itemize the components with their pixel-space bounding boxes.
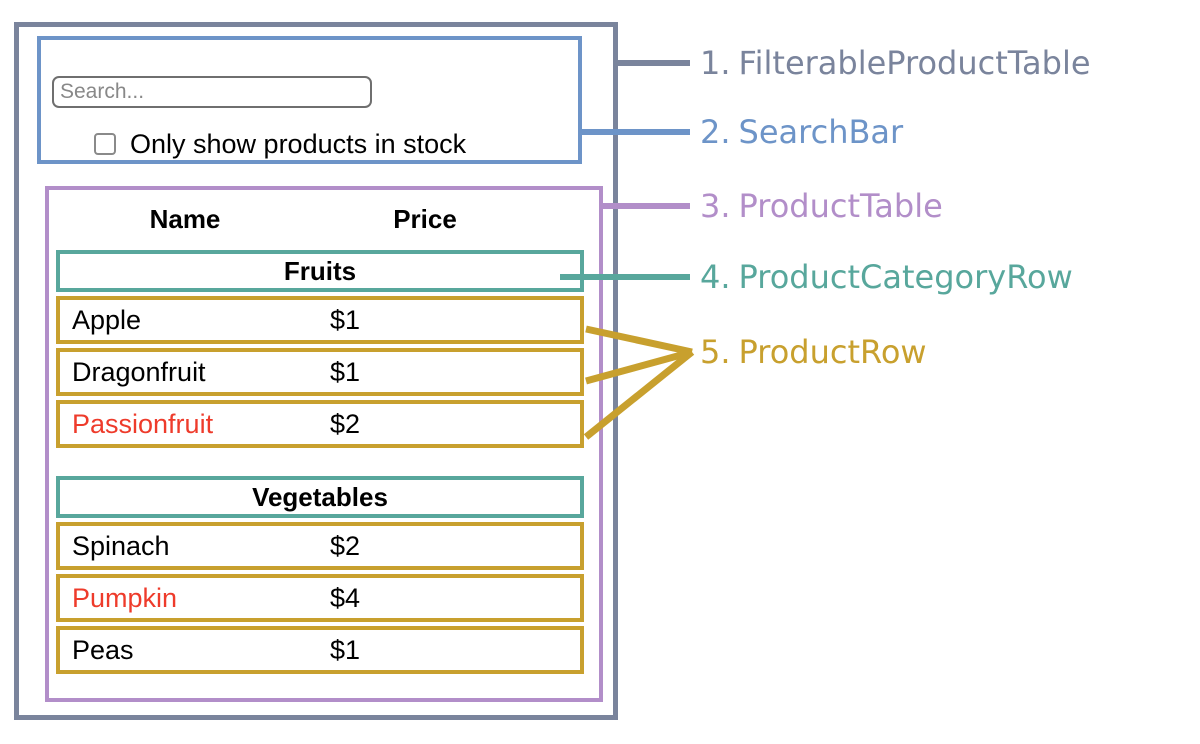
legend-number: 3. [700,187,731,225]
product-row: Dragonfruit $1 [56,348,584,396]
legend-label: ProductRow [738,333,927,371]
product-price: $2 [330,530,361,561]
legend-item-product-category-row: 4.ProductCategoryRow [700,258,1073,296]
product-name: Peas [72,634,134,665]
product-category-row: Vegetables [56,476,584,518]
column-header-price: Price [393,203,457,234]
product-category-row: Fruits [56,250,584,292]
product-rows-area: Fruits Apple $1 Dragonfruit $1 Passionfr… [56,250,584,678]
legend-item-filterable-product-table: 1.FilterableProductTable [700,44,1091,82]
stock-filter-label: Only show products in stock [130,128,467,159]
product-row: Apple $1 [56,296,584,344]
product-name: Passionfruit [72,408,214,439]
checkbox-unchecked-icon[interactable] [94,133,116,155]
legend-label: ProductCategoryRow [738,258,1073,296]
product-table-header-row: Name Price [45,197,595,241]
product-price: $2 [330,408,361,439]
legend-label: SearchBar [738,113,904,151]
legend-label: FilterableProductTable [738,44,1091,82]
legend-item-search-bar: 2.SearchBar [700,113,903,151]
product-row: Peas $1 [56,626,584,674]
product-name: Apple [72,304,142,335]
product-name: Pumpkin [72,582,178,613]
category-spacer [56,452,584,476]
legend-label: ProductTable [738,187,943,225]
product-name: Spinach [72,530,170,561]
product-price: $1 [330,356,361,387]
stock-filter-row[interactable]: Only show products in stock [94,126,466,162]
product-row: Pumpkin $4 [56,574,584,622]
category-label: Vegetables [252,481,388,512]
product-row: Passionfruit $2 [56,400,584,448]
legend-number: 5. [700,333,731,371]
legend-number: 2. [700,113,731,151]
product-price: $4 [330,582,361,613]
column-header-name: Name [149,203,221,234]
legend-number: 1. [700,44,731,82]
search-input[interactable] [52,76,372,108]
category-label: Fruits [283,255,357,286]
product-row: Spinach $2 [56,522,584,570]
legend-item-product-table: 3.ProductTable [700,187,943,225]
legend-number: 4. [700,258,731,296]
product-price: $1 [330,634,361,665]
product-price: $1 [330,304,361,335]
legend-item-product-row: 5.ProductRow [700,333,927,371]
product-name: Dragonfruit [72,356,206,387]
